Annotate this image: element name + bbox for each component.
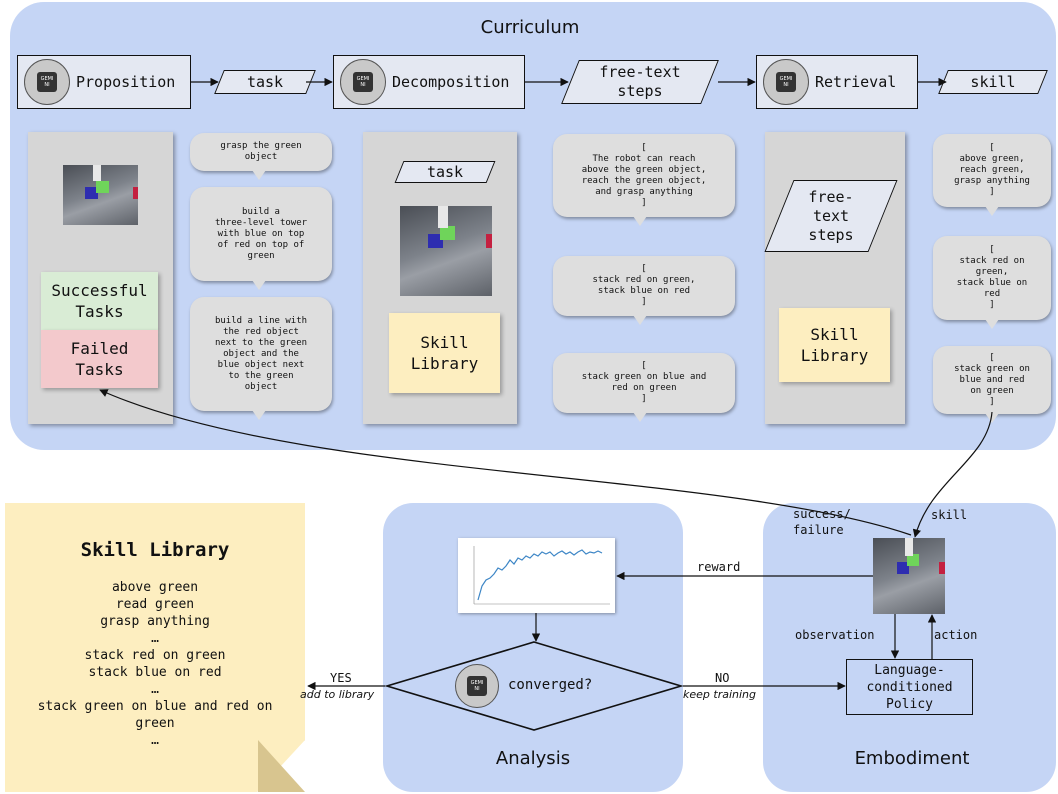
skill-bubble: [ stack red on green, stack blue on red … (933, 236, 1051, 329)
success-failure-label: success/ failure (793, 507, 851, 537)
yes-label: YES (330, 671, 352, 685)
col3-task-label: task (426, 162, 464, 181)
skill-library-document: Skill Library above green read green gra… (5, 503, 305, 792)
steps-bubble: [ The robot can reach above the green ob… (553, 134, 735, 226)
gemini-chip-icon: GEMI NI (24, 59, 70, 105)
failed-tasks-note: Failed Tasks (41, 330, 158, 388)
robot-scene-image (400, 206, 492, 296)
library-entry: stack red on green (84, 648, 226, 663)
library-entry: stack blue on red (88, 665, 222, 680)
library-entry: read green (115, 597, 195, 612)
robot-scene-image (63, 165, 138, 225)
library-entry: … (151, 733, 159, 748)
library-entry: grasp anything (100, 614, 210, 629)
training-curve-plot (458, 538, 615, 613)
skill-bubble: [ stack green on blue and red on green ] (933, 346, 1051, 423)
library-entry: … (151, 631, 159, 646)
retrieval-node: GEMI NI Retrieval (756, 55, 918, 109)
no-label: NO (715, 671, 730, 685)
reward-label: reward (697, 560, 741, 574)
free-text-label: free-text steps (599, 63, 681, 100)
library-entry: … (151, 682, 159, 697)
gemini-chip-icon: GEMI NI (455, 664, 499, 708)
task-bubble: build a line with the red object next to… (190, 297, 332, 420)
converged-label: converged? (508, 677, 593, 693)
skill-label: skill (970, 72, 1016, 91)
proposition-label: Proposition (76, 73, 176, 91)
reward-curve-svg (473, 546, 610, 605)
task-bubble: grasp the green object (190, 133, 332, 180)
decomposition-label: Decomposition (392, 73, 510, 91)
robot-camera-image (873, 538, 945, 614)
embodiment-title: Embodiment (854, 748, 970, 769)
arrow-skill-to-robot (912, 411, 993, 538)
policy-box: Language- conditioned Policy (846, 659, 973, 715)
observation-label: observation (795, 628, 875, 642)
yes-sublabel: add to library (300, 688, 375, 701)
library-entry: stack green on blue and red on (37, 699, 273, 714)
library-entry: green (135, 716, 175, 731)
page-curl (258, 740, 305, 792)
col5-free-text-label: free- text steps (808, 187, 854, 244)
gemini-chip-icon: GEMI NI (763, 59, 809, 105)
action-label: action (934, 628, 978, 642)
task-label: task (246, 72, 284, 91)
skill-bubble: [ above green, reach green, grasp anythi… (933, 134, 1051, 216)
decomposition-node: GEMI NI Decomposition (333, 55, 525, 109)
skill-library-list: above green read green grasp anything … … (5, 579, 305, 749)
decision-diamond (385, 641, 683, 731)
library-entry: above green (111, 580, 199, 595)
no-sublabel: keep training (683, 688, 756, 701)
analysis-title: Analysis (495, 748, 571, 769)
skill-library-title: Skill Library (80, 539, 230, 561)
retrieval-label: Retrieval (815, 73, 897, 91)
task-bubble: build a three-level tower with blue on t… (190, 187, 332, 290)
successful-tasks-note: Successful Tasks (41, 272, 158, 330)
steps-bubble: [ stack green on blue and red on green ] (553, 353, 735, 422)
steps-bubble: [ stack red on green, stack blue on red … (553, 256, 735, 325)
skill-library-note: Skill Library (779, 308, 890, 382)
gemini-chip-icon: GEMI NI (340, 59, 386, 105)
skill-library-note: Skill Library (389, 313, 500, 393)
curriculum-title: Curriculum (480, 17, 580, 38)
proposition-node: GEMI NI Proposition (17, 55, 191, 109)
skill-input-label: skill (931, 508, 968, 522)
arrow-feedback-to-failed (99, 389, 912, 536)
